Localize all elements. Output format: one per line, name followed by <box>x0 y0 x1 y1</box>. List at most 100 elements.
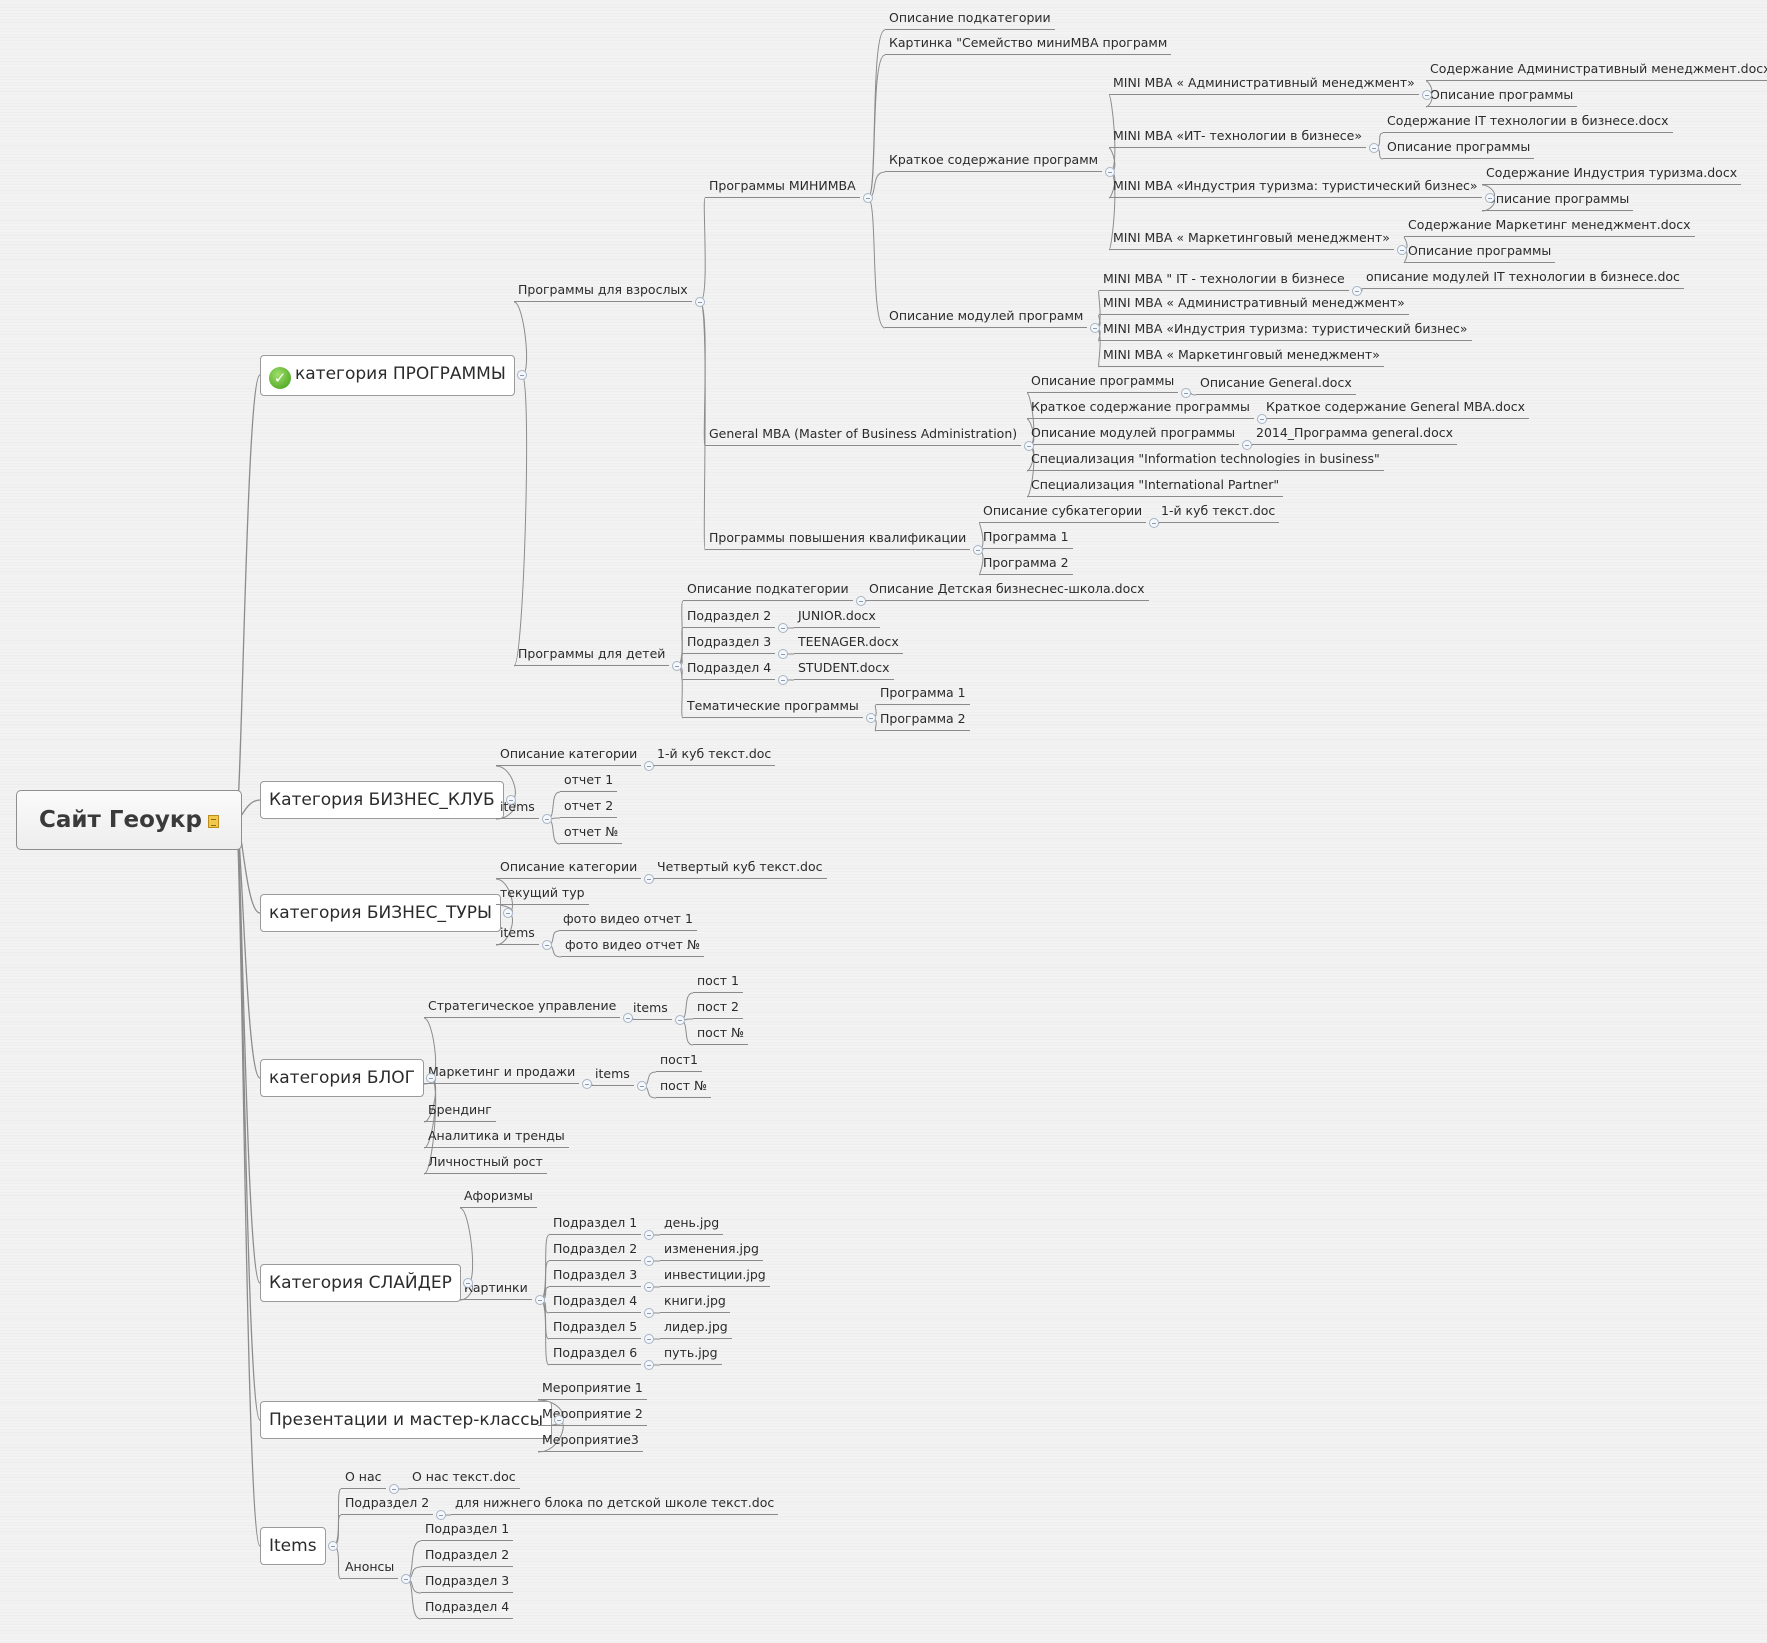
subtopic-для-нижнего-блока-по-детской-школе-текст[interactable]: для нижнего блока по детской школе текст… <box>451 1495 779 1515</box>
collapse-icon[interactable] <box>1105 167 1115 177</box>
collapse-icon[interactable] <box>1024 441 1034 451</box>
collapse-icon[interactable] <box>675 1015 685 1025</box>
subtopic-книги-jpg[interactable]: книги.jpg <box>660 1293 730 1313</box>
collapse-icon[interactable] <box>463 1278 473 1288</box>
subtopic-описание-программы[interactable]: Описание программы <box>1404 243 1556 263</box>
subtopic-пост-1[interactable]: пост 1 <box>693 973 743 993</box>
subtopic-student-docx[interactable]: STUDENT.docx <box>794 660 894 680</box>
subtopic-пост-2[interactable]: пост 2 <box>693 999 743 1019</box>
subtopic-подраздел-1[interactable]: Подраздел 1 <box>421 1521 514 1541</box>
subtopic-фото-видео-отчет[interactable]: фото видео отчет № <box>561 937 704 957</box>
subtopic-описание-субкатегории[interactable]: Описание субкатегории <box>979 503 1147 523</box>
subtopic-teenager-docx[interactable]: TEENAGER.docx <box>794 634 903 654</box>
main-topic-items[interactable]: Items <box>260 1527 326 1565</box>
collapse-icon[interactable] <box>1352 286 1362 296</box>
subtopic-mini-mba-административный-менеджмент[interactable]: MINI MBA « Административный менеджмент» <box>1099 295 1409 315</box>
collapse-icon[interactable] <box>389 1484 399 1494</box>
subtopic-программа-2[interactable]: Программа 2 <box>876 711 970 731</box>
subtopic-1-й-куб-текст-doc[interactable]: 1-й куб текст.doc <box>1157 503 1280 523</box>
subtopic-изменения-jpg[interactable]: изменения.jpg <box>660 1241 763 1261</box>
subtopic-описание-программы[interactable]: Описание программы <box>1482 191 1634 211</box>
subtopic-описание-категории[interactable]: Описание категории <box>496 859 642 879</box>
collapse-icon[interactable] <box>542 940 552 950</box>
subtopic-программы-минимва[interactable]: Программы МИНИМВА <box>705 178 860 198</box>
subtopic-описание-категории[interactable]: Описание категории <box>496 746 642 766</box>
collapse-icon[interactable] <box>1242 440 1252 450</box>
collapse-icon[interactable] <box>856 596 866 606</box>
collapse-icon[interactable] <box>1397 245 1407 255</box>
central-topic[interactable]: Сайт Геоукр <box>16 790 242 850</box>
collapse-icon[interactable] <box>866 713 876 723</box>
subtopic-картинка-семейство-минимва-программ[interactable]: Картинка "Семейство миниМВА программ <box>885 35 1172 55</box>
main-topic-категория-бизнес-клуб[interactable]: Категория БИЗНЕС_КЛУБ <box>260 781 504 819</box>
collapse-icon[interactable] <box>1181 388 1191 398</box>
main-topic-категория-слайдер[interactable]: Категория СЛАЙДЕР <box>260 1264 461 1302</box>
collapse-icon[interactable] <box>672 661 682 671</box>
subtopic-содержание-it-технологии-в-бизнесе-docx[interactable]: Содержание IT технологии в бизнесе.docx <box>1383 113 1673 133</box>
subtopic-специализация-information-technologies-i[interactable]: Специализация "Information technologies … <box>1027 451 1384 471</box>
subtopic-описание-модулей-программы[interactable]: Описание модулей программы <box>1027 425 1240 445</box>
subtopic-отчет-1[interactable]: отчет 1 <box>560 772 618 792</box>
subtopic-стратегическое-управление[interactable]: Стратегическое управление <box>424 998 621 1018</box>
collapse-icon[interactable] <box>328 1541 338 1551</box>
subtopic-о-нас[interactable]: О нас <box>341 1469 386 1489</box>
collapse-icon[interactable] <box>644 1230 654 1240</box>
subtopic-содержание-индустрия-туризма-docx[interactable]: Содержание Индустрия туризма.docx <box>1482 165 1742 185</box>
subtopic-описание-детская-бизнеснес-школа-docx[interactable]: Описание Детская бизнеснес-школа.docx <box>865 581 1149 601</box>
subtopic-анонсы[interactable]: Анонсы <box>341 1559 399 1579</box>
subtopic-подраздел-2[interactable]: Подраздел 2 <box>683 608 776 628</box>
subtopic-путь-jpg[interactable]: путь.jpg <box>660 1345 722 1365</box>
collapse-icon[interactable] <box>1257 414 1267 424</box>
subtopic-краткое-содержание-программы[interactable]: Краткое содержание программы <box>1027 399 1254 419</box>
subtopic-мероприятие-2[interactable]: Мероприятие 2 <box>538 1406 647 1426</box>
collapse-icon[interactable] <box>1369 143 1379 153</box>
subtopic-аналитика-и-тренды[interactable]: Аналитика и тренды <box>424 1128 569 1148</box>
subtopic-день-jpg[interactable]: день.jpg <box>660 1215 724 1235</box>
collapse-icon[interactable] <box>778 623 788 633</box>
subtopic-подраздел-4[interactable]: Подраздел 4 <box>421 1599 514 1619</box>
collapse-icon[interactable] <box>863 193 873 203</box>
collapse-icon[interactable] <box>973 545 983 555</box>
subtopic-инвестиции-jpg[interactable]: инвестиции.jpg <box>660 1267 770 1287</box>
subtopic-пост[interactable]: пост № <box>656 1078 711 1098</box>
subtopic-описание-программы[interactable]: Описание программы <box>1027 373 1179 393</box>
collapse-icon[interactable] <box>426 1073 436 1083</box>
subtopic-описание-подкатегории[interactable]: Описание подкатегории <box>885 10 1055 30</box>
collapse-icon[interactable] <box>1090 323 1100 333</box>
subtopic-краткое-содержание-general-mba-docx[interactable]: Краткое содержание General MBA.docx <box>1262 399 1530 419</box>
subtopic-программы-повышения-квалификации[interactable]: Программы повышения квалификации <box>705 530 971 550</box>
subtopic-mini-mba-it-технологии-в-бизнесе[interactable]: MINI MBA " IT - технологии в бизнесе <box>1099 271 1349 291</box>
subtopic-mini-mba-индустрия-туризма-туристический[interactable]: MINI MBA «Индустрия туризма: туристическ… <box>1109 178 1482 198</box>
subtopic-программы-для-взрослых[interactable]: Программы для взрослых <box>514 282 692 302</box>
subtopic-подраздел-6[interactable]: Подраздел 6 <box>549 1345 642 1365</box>
subtopic-специализация-international-partner[interactable]: Специализация "International Partner" <box>1027 477 1284 497</box>
subtopic-программа-1[interactable]: Программа 1 <box>979 529 1073 549</box>
subtopic-личностный-рост[interactable]: Личностный рост <box>424 1154 547 1174</box>
collapse-icon[interactable] <box>582 1079 592 1089</box>
collapse-icon[interactable] <box>436 1510 446 1520</box>
subtopic-о-нас-текст-doc[interactable]: О нас текст.doc <box>408 1469 520 1489</box>
subtopic-mini-mba-маркетинговый-менеджмент[interactable]: MINI MBA « Маркетинговый менеджмент» <box>1099 347 1384 367</box>
subtopic-2014-программа-general-docx[interactable]: 2014_Программа general.docx <box>1252 425 1458 445</box>
subtopic-описание-модулей-it-технологии-в-бизнесе[interactable]: описание модулей IT технологии в бизнесе… <box>1362 269 1684 289</box>
collapse-icon[interactable] <box>401 1574 411 1584</box>
subtopic-афоризмы[interactable]: Афоризмы <box>460 1188 537 1208</box>
subtopic-мероприятие-1[interactable]: Мероприятие 1 <box>538 1380 647 1400</box>
main-topic-презентации-и-мастер-классы[interactable]: Презентации и мастер-классы <box>260 1401 553 1439</box>
collapse-icon[interactable] <box>695 297 705 307</box>
subtopic-содержание-административный-менеджмент-d[interactable]: Содержание Административный менеджмент.d… <box>1426 61 1767 81</box>
subtopic-1-й-куб-текст-doc[interactable]: 1-й куб текст.doc <box>653 746 776 766</box>
subtopic-подраздел-2[interactable]: Подраздел 2 <box>421 1547 514 1567</box>
collapse-icon[interactable] <box>778 649 788 659</box>
collapse-icon[interactable] <box>623 1013 633 1023</box>
subtopic-mini-mba-маркетинговый-менеджмент[interactable]: MINI MBA « Маркетинговый менеджмент» <box>1109 230 1394 250</box>
collapse-icon[interactable] <box>644 761 654 771</box>
collapse-icon[interactable] <box>644 1256 654 1266</box>
subtopic-mini-mba-административный-менеджмент[interactable]: MINI MBA « Административный менеджмент» <box>1109 75 1419 95</box>
subtopic-отчет-2[interactable]: отчет 2 <box>560 798 618 818</box>
subtopic-программа-1[interactable]: Программа 1 <box>876 685 970 705</box>
collapse-icon[interactable] <box>554 1415 564 1425</box>
subtopic-брендинг[interactable]: Брендинг <box>424 1102 496 1122</box>
collapse-icon[interactable] <box>1422 90 1432 100</box>
subtopic-mini-mba-ит-технологии-в-бизнесе[interactable]: MINI MBA «ИТ- технологии в бизнесе» <box>1109 128 1366 148</box>
